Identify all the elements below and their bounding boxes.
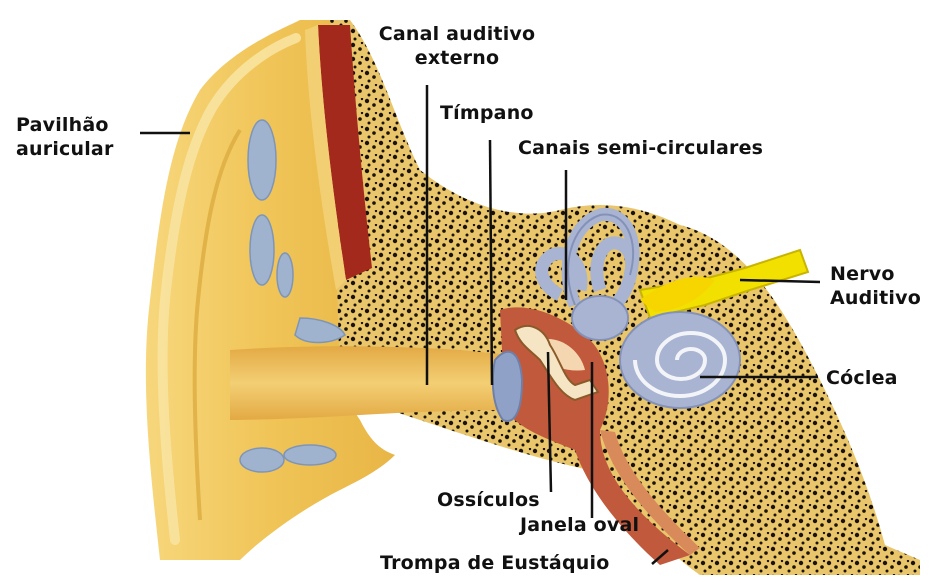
eardrum (493, 352, 522, 421)
label-pavilhao-line1: Pavilhão (16, 113, 114, 137)
label-timpano: Tímpano (440, 101, 534, 125)
label-janela: Janela oval (520, 513, 639, 537)
label-trompa: Trompa de Eustáquio (380, 551, 609, 575)
label-pavilhao-line2: auricular (16, 137, 114, 161)
label-ossiculos: Ossículos (437, 488, 540, 512)
cochlea (620, 312, 740, 408)
label-nervo-line2: Auditivo (830, 286, 921, 310)
label-nervo-line1: Nervo (830, 262, 921, 286)
label-nervo: Nervo Auditivo (830, 262, 921, 310)
ear-canal (230, 346, 520, 420)
label-pavilhao: Pavilhão auricular (16, 113, 114, 161)
label-canais: Canais semi-circulares (518, 136, 763, 160)
label-canal: Canal auditivo externo (372, 22, 542, 70)
label-coclea: Cóclea (826, 366, 898, 390)
label-canal-line1: Canal auditivo (372, 22, 542, 46)
label-canal-line2: externo (372, 46, 542, 70)
